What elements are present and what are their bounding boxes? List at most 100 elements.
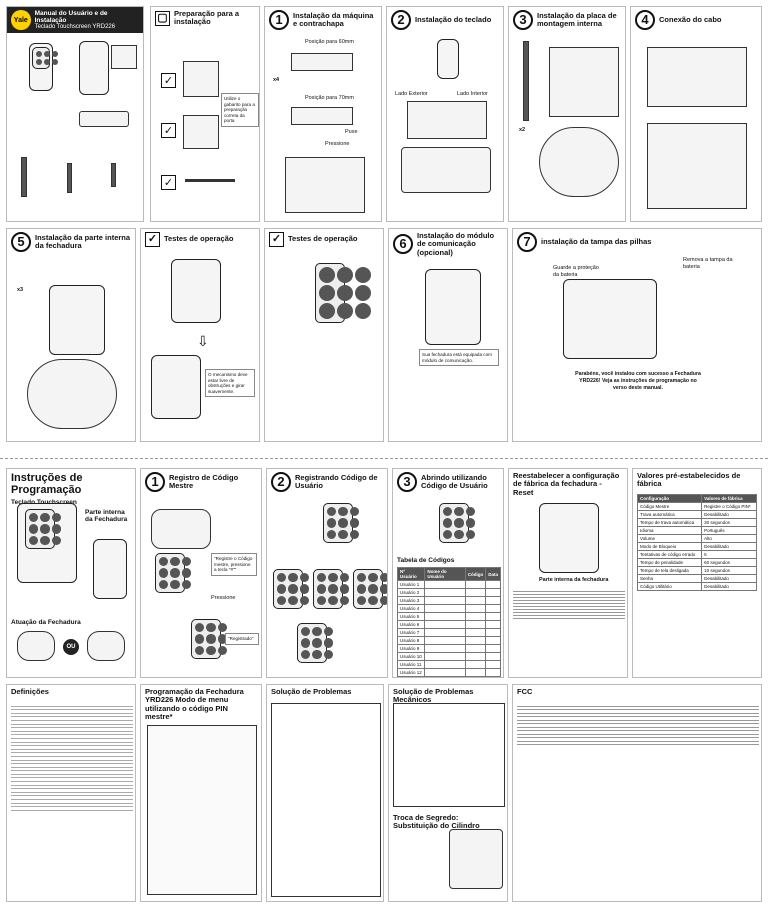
codes-empty-cell[interactable] — [485, 628, 501, 637]
mounting-plate-drawing — [549, 47, 619, 117]
codes-empty-cell[interactable] — [464, 628, 487, 637]
text-line — [11, 806, 133, 808]
codes-empty-cell[interactable] — [464, 652, 487, 661]
codes-empty-cell[interactable] — [485, 588, 501, 597]
text-line — [11, 712, 133, 714]
text-line — [11, 723, 133, 725]
prep-panel: ▢Preparação para a instalação ✓ Utilize … — [150, 6, 260, 222]
pressione-text: Pressione — [211, 595, 236, 601]
codes-empty-cell[interactable] — [424, 676, 466, 677]
text-line — [11, 755, 133, 757]
step7-title: instalação da tampa das pilhas — [541, 236, 652, 246]
codes-user-cell: Usuário 5 — [396, 612, 426, 621]
codes-empty-cell[interactable] — [464, 668, 487, 677]
table-row: Usuário 1 — [396, 580, 501, 589]
codes-empty-cell[interactable] — [464, 580, 487, 589]
codes-empty-cell[interactable] — [424, 620, 466, 629]
step7-callout-guard: Guarde a proteção da bateria — [553, 265, 599, 278]
table-row: Usuário 13 — [396, 676, 501, 677]
step1-title: Instalação da máquina e contrachapa — [293, 10, 374, 28]
text-line — [11, 719, 133, 721]
text-line — [11, 766, 133, 768]
p2-keypad-4 — [353, 569, 387, 609]
p2-keypad-1 — [323, 503, 360, 543]
mecanicos-title: Solução de Problemas Mecânicos — [393, 687, 474, 705]
codes-user-cell: Usuário 12 — [396, 668, 426, 677]
codes-empty-cell[interactable] — [424, 596, 466, 605]
text-line — [11, 788, 133, 790]
prep-title: Preparação para a instalação — [174, 9, 240, 27]
codes-empty-cell[interactable] — [464, 620, 487, 629]
manual-title: Manual do Usuário e de Instalação — [34, 10, 108, 24]
text-line — [11, 716, 133, 718]
defaults-cell: Tentativas de código errado — [636, 549, 703, 559]
interior-closeup-drawing — [27, 359, 117, 429]
codes-empty-cell[interactable] — [485, 660, 501, 669]
codes-empty-cell[interactable] — [485, 580, 501, 589]
step7-panel: 7 instalação da tampa das pilhas Remova a… — [512, 228, 762, 442]
text-line — [11, 741, 133, 743]
step-7-badge: 7 — [517, 232, 537, 252]
codes-empty-cell[interactable] — [485, 604, 501, 613]
codes-empty-cell[interactable] — [464, 660, 487, 669]
codes-empty-cell[interactable] — [485, 636, 501, 645]
codes-empty-cell[interactable] — [464, 596, 487, 605]
text-line — [11, 795, 133, 797]
codes-empty-cell[interactable] — [464, 676, 487, 677]
step-4-badge: 4 — [635, 10, 655, 30]
codes-empty-cell[interactable] — [424, 668, 466, 677]
codes-empty-cell[interactable] — [424, 580, 466, 589]
defaults-cell: Português — [701, 525, 757, 535]
codes-empty-cell[interactable] — [485, 596, 501, 605]
defaults-cell: Senha — [636, 573, 703, 583]
codes-empty-cell[interactable] — [424, 628, 466, 637]
hand-drawing-2 — [87, 631, 125, 661]
codes-empty-cell[interactable] — [464, 612, 487, 621]
defaults-cell: 60 segundos — [701, 557, 757, 567]
codes-empty-cell[interactable] — [485, 612, 501, 621]
text-line — [11, 730, 133, 732]
codes-empty-cell[interactable] — [424, 660, 466, 669]
puxe-label: Puxe — [345, 129, 358, 135]
keypad-image — [32, 47, 58, 69]
codes-empty-cell[interactable] — [424, 604, 466, 613]
codes-empty-cell[interactable] — [464, 636, 487, 645]
table-row: Usuário 11 — [396, 660, 501, 669]
codes-empty-cell[interactable] — [464, 588, 487, 597]
text-line — [11, 777, 133, 779]
codes-empty-cell[interactable] — [424, 644, 466, 653]
codes-header-0: Nº Usuário — [396, 567, 426, 581]
codes-user-cell: Usuário 1 — [396, 580, 426, 589]
latch-drawing-1 — [291, 53, 353, 71]
keypad-exterior-drawing — [437, 39, 459, 79]
codes-empty-cell[interactable] — [424, 612, 466, 621]
cable-routing-drawing — [407, 101, 487, 139]
codes-empty-cell[interactable] — [424, 636, 466, 645]
codes-empty-cell[interactable] — [485, 668, 501, 677]
p3-title: Abrindo utilizando Código de Usuário — [421, 472, 488, 490]
codes-empty-cell[interactable] — [485, 644, 501, 653]
codes-empty-cell[interactable] — [485, 676, 501, 677]
codes-user-cell: Usuário 7 — [396, 628, 426, 637]
codes-empty-cell[interactable] — [485, 652, 501, 661]
defaults-cell: Registre o Código PIN* — [701, 501, 757, 511]
codes-empty-cell[interactable] — [464, 604, 487, 613]
step7-callout-remove: Remova a tampa da bateria — [683, 257, 733, 270]
codes-empty-cell[interactable] — [424, 588, 466, 597]
text-line — [11, 802, 133, 804]
text-line — [11, 791, 133, 793]
codes-empty-cell[interactable] — [464, 644, 487, 653]
codes-empty-cell[interactable] — [485, 620, 501, 629]
codes-empty-cell[interactable] — [424, 652, 466, 661]
table-row: Usuário 4 — [396, 604, 501, 613]
bolt-drawing — [523, 41, 529, 121]
definicoes-text — [11, 703, 133, 899]
prep-tip: Utilize o gabarito para a preparação cor… — [221, 93, 259, 127]
